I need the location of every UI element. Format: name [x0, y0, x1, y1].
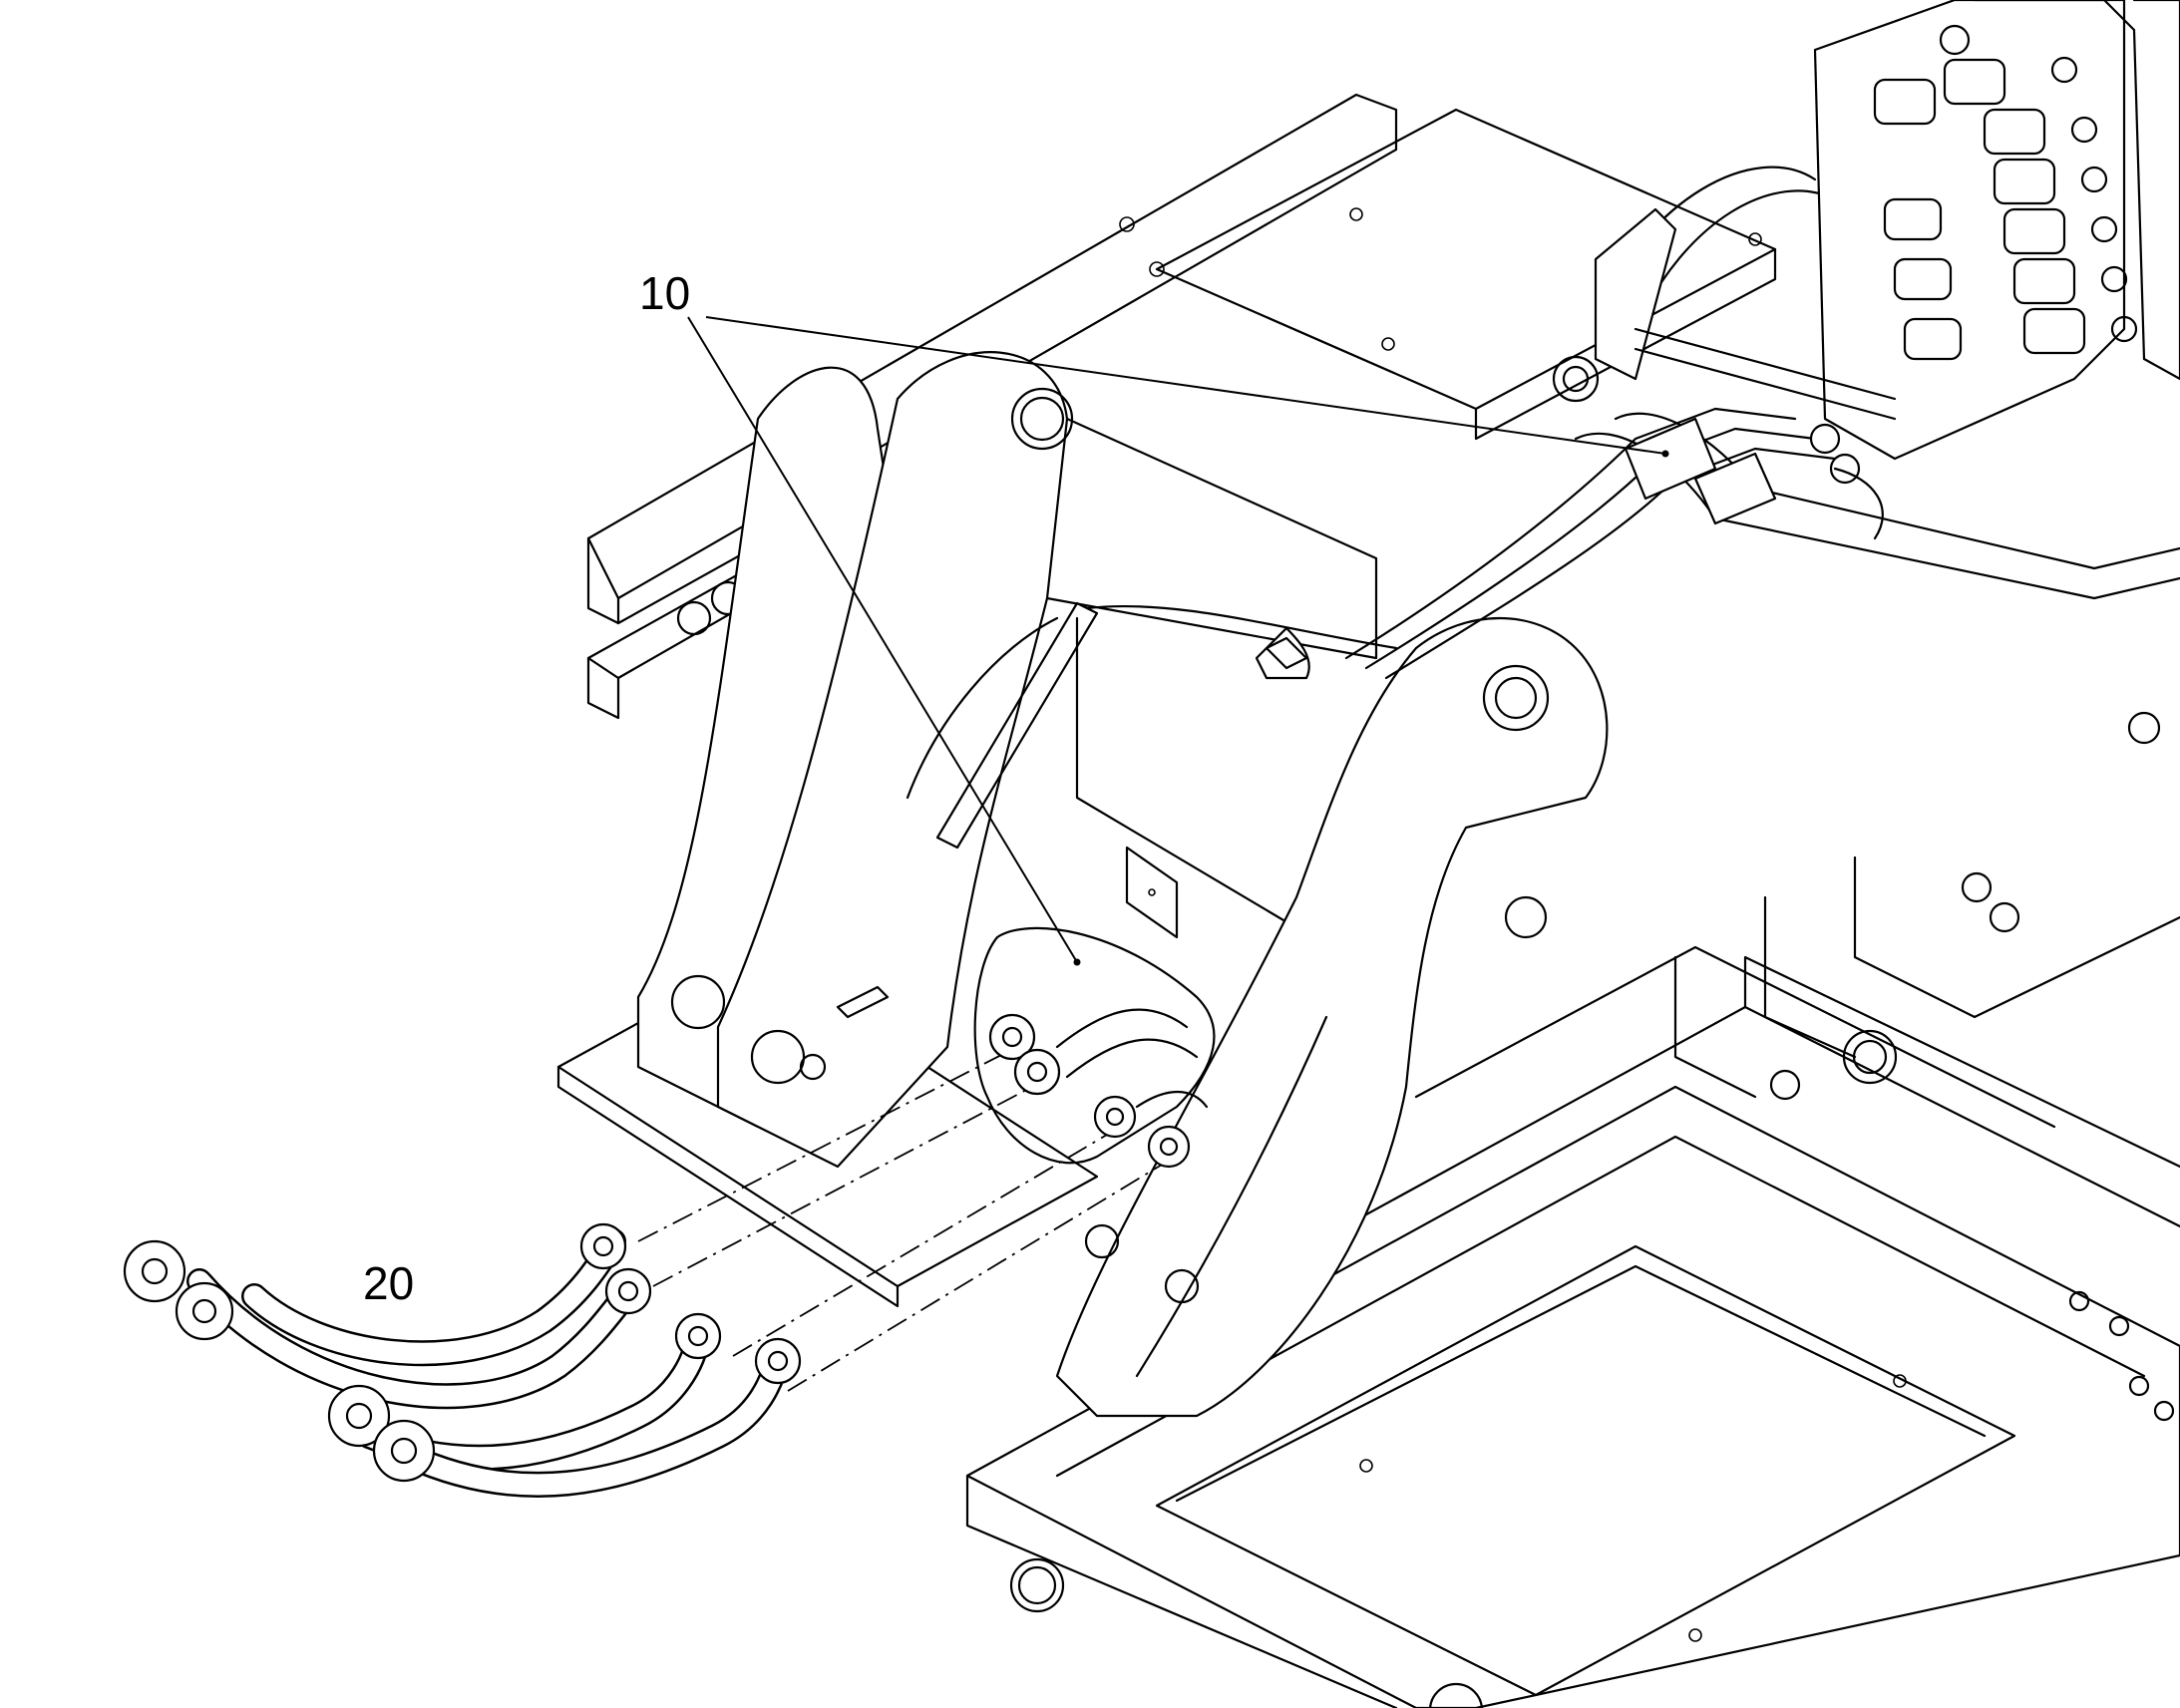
- assembly-alignment-lines: [637, 1051, 1168, 1392]
- routed-hose-assembly: [1344, 407, 1884, 680]
- callout-label-20: 20: [363, 1257, 414, 1309]
- loose-hose-assemblies: [123, 1222, 802, 1498]
- callout-10: 10: [639, 267, 1669, 966]
- control-valve-bank: [1552, 0, 2180, 461]
- installed-flange-fittings: [988, 1008, 1209, 1169]
- callout-label-10: 10: [639, 267, 690, 319]
- valve-solenoids: [1873, 24, 2138, 361]
- right-boom-tower: [1055, 616, 1609, 1418]
- callout-20: 20: [363, 1257, 414, 1309]
